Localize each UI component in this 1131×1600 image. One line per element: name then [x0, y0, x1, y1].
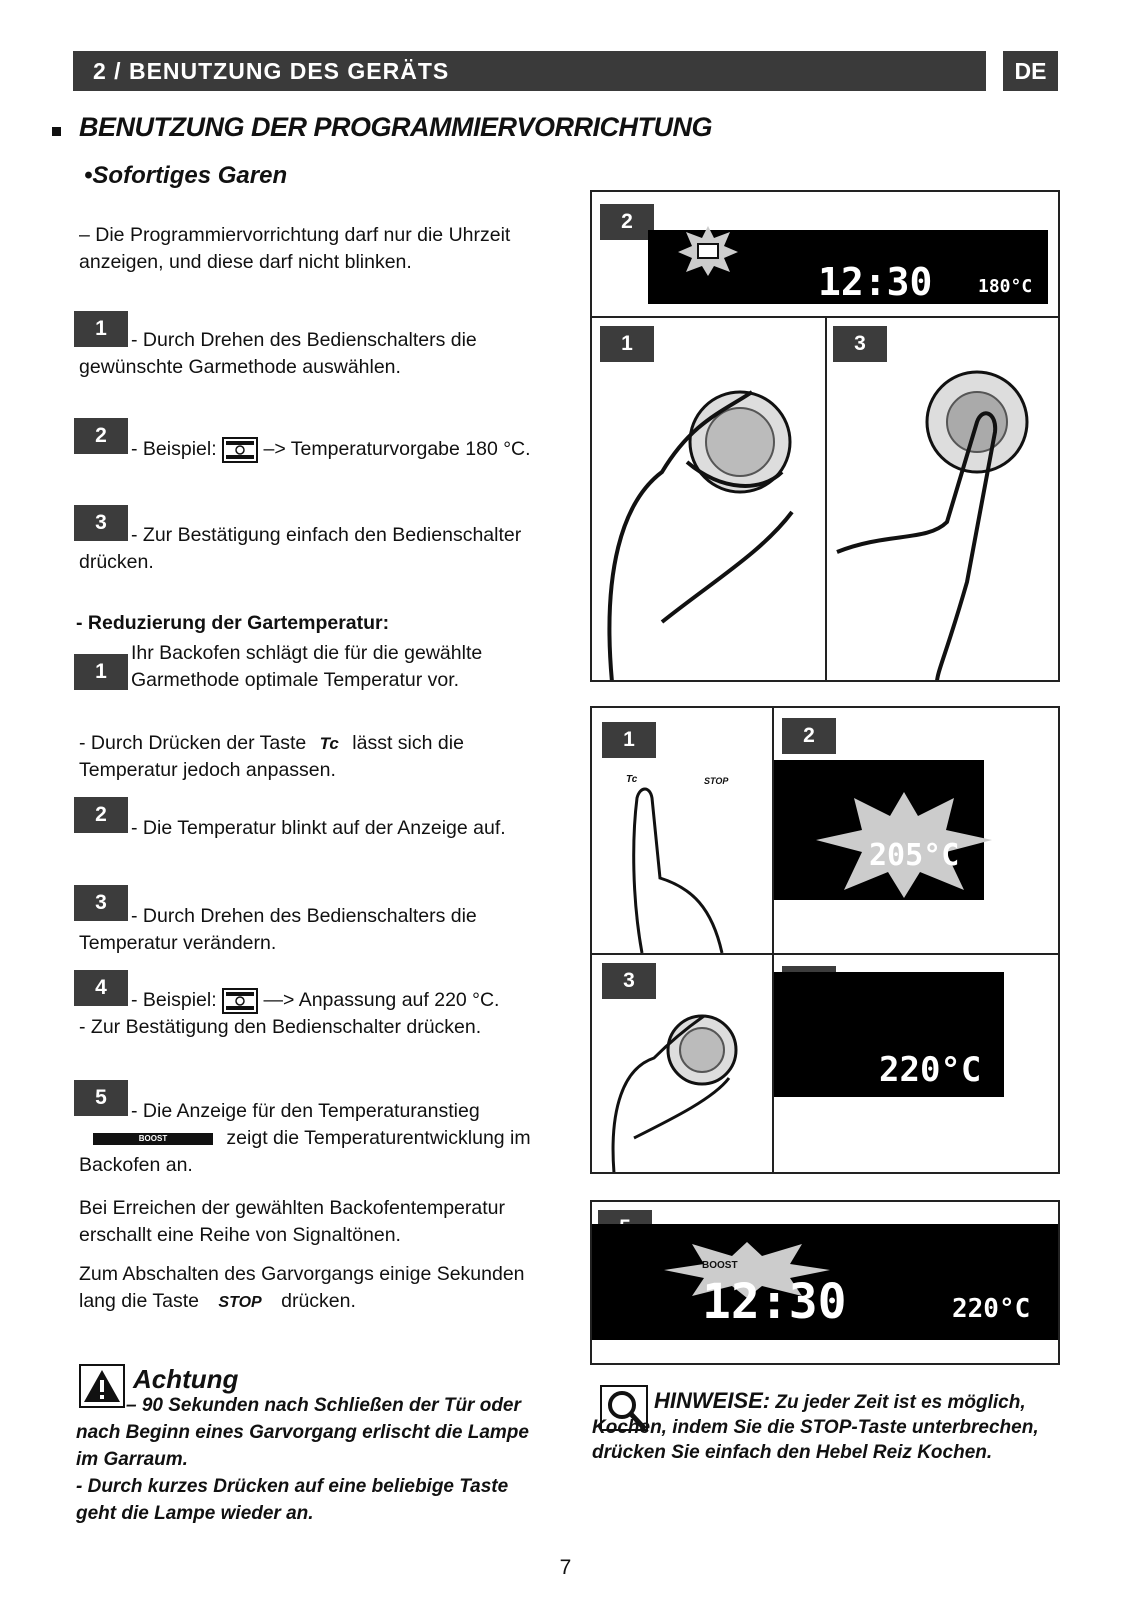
step-a3-badge: 3 — [74, 505, 128, 541]
warning-body-1: – 90 Sekunden nach Schließen der Tür ode… — [76, 1395, 529, 1470]
fig1-burst-icon — [678, 226, 738, 276]
fig1-display: 12:30 180°C — [648, 226, 1048, 304]
fig3-display: BOOST 12:30 220°C — [592, 1224, 1058, 1340]
fig1-label-3: 3 — [833, 326, 887, 362]
fig1-time: 12:30 — [818, 260, 933, 304]
step-b5-before: - Die Anzeige für den Temperaturanstieg — [131, 1100, 480, 1122]
reduce-heading: - Reduzierung der Gartemperatur: — [76, 612, 390, 634]
fig2-label-3: 3 — [602, 963, 656, 999]
tc-before: - Durch Drücken der Taste — [79, 732, 307, 754]
oven-mode-icon-2 — [222, 987, 259, 1014]
warning-heading: Achtung — [133, 1364, 239, 1394]
step-b5-badge: 5 — [74, 1080, 128, 1116]
subtitle: •Sofortiges Garen — [84, 162, 288, 189]
step-a1-text: - Durch Drehen des Bedienschalters die g… — [79, 329, 477, 378]
step-b1-badge: 1 — [74, 654, 128, 690]
intro-text: – Die Programmiervorrichtung darf nur di… — [79, 224, 511, 273]
note-heading: HINWEISE: — [654, 1388, 771, 1413]
step-a2-badge: 2 — [74, 418, 128, 454]
oven-mode-icon — [222, 436, 259, 463]
step-b3-badge: 3 — [74, 885, 128, 921]
stop-key-icon: STOP — [218, 1294, 262, 1311]
fig3-boost: BOOST — [702, 1260, 738, 1271]
note-text: HINWEISE: Zu jeder Zeit ist es möglich, … — [592, 1388, 1072, 1465]
tc-key-icon: Tc — [319, 734, 339, 753]
fig2-label-2: 2 — [782, 718, 836, 754]
signal-text: Bei Erreichen der gewählten Backofentemp… — [79, 1197, 505, 1246]
tc-after: lässt sich die Temperatur jedoch anpasse… — [79, 732, 464, 781]
fig1-temp: 180°C — [978, 276, 1033, 297]
fig2-temp-set: 220°C — [879, 1050, 982, 1090]
step-a3-text: - Zur Bestätigung einfach den Bedienscha… — [79, 524, 522, 573]
magnifier-icon — [600, 1385, 648, 1431]
hand-turning-knob-icon — [607, 390, 794, 680]
step-b5-text: - Die Anzeige für den Temperaturanstieg … — [79, 1098, 544, 1179]
hand-turning-knob-icon-2 — [611, 1014, 738, 1172]
step-b4-badge: 4 — [74, 970, 128, 1006]
step-b3-text: - Durch Drehen des Bedienschalters die T… — [79, 905, 477, 954]
step-a2-after: –> Temperaturvorgabe 180 °C. — [263, 438, 531, 460]
fig3-temp: 220°C — [952, 1294, 1031, 1324]
finger-pressing-tc-icon — [632, 787, 724, 953]
fig2-display-blink: 205°C — [774, 760, 992, 900]
step-b2-text: - Die Temperatur blinkt auf der Anzeige … — [131, 817, 506, 839]
fig2-tc-key: Tc — [626, 774, 638, 785]
step-b4-line2: - Zur Bestätigung den Bedienschalter drü… — [79, 1016, 482, 1038]
fig2-stop-key: STOP — [704, 776, 729, 786]
section-header: 2 / BENUTZUNG DES GERÄTS — [73, 51, 986, 91]
step-b2-badge: 2 — [74, 797, 128, 833]
stop-text: Zum Abschalten des Garvorgangs einige Se… — [79, 1261, 544, 1316]
fig2-display-set: 220°C — [774, 972, 1004, 1097]
step-a2-text: - Beispiel: –> Temperaturvorgabe 180 °C. — [79, 436, 544, 463]
finger-pressing-knob-icon — [836, 370, 1029, 680]
warning-body: – 90 Sekunden nach Schließen der Tür ode… — [76, 1392, 546, 1527]
step-a1-badge: 1 — [74, 311, 128, 347]
figure-3: 5 BOOST 12:30 220°C — [590, 1200, 1060, 1365]
fig1-label-1: 1 — [600, 326, 654, 362]
warning-icon — [79, 1364, 125, 1408]
tc-key-text: - Durch Drücken der Taste Tc lässt sich … — [79, 730, 544, 784]
fig1-label-2: 2 — [600, 204, 654, 240]
step-a2-before: - Beispiel: — [131, 438, 217, 460]
warning-body-2: - Durch kurzes Drücken auf eine beliebig… — [76, 1476, 509, 1524]
fig2-temp-blink: 205°C — [869, 838, 960, 873]
fig2-burst-icon — [816, 792, 992, 898]
stop-before: Zum Abschalten des Garvorgangs einige Se… — [79, 1263, 525, 1312]
page-title: BENUTZUNG DER PROGRAMMIERVORRICHTUNG — [79, 112, 713, 142]
page-number: 7 — [559, 1556, 572, 1579]
step-b4-after: —> Anpassung auf 220 °C. — [263, 989, 500, 1011]
fig2-label-1: 1 — [602, 722, 656, 758]
fig3-time: 12:30 — [702, 1274, 847, 1330]
step-b4-text: - Beispiel: —> Anpassung auf 220 °C. - Z… — [79, 987, 544, 1041]
figure-2: 1 2 3 4 Tc STOP 205°C 220°C — [590, 706, 1060, 1174]
title-bullet — [52, 127, 61, 136]
figure-1: 2 12:30 180°C 1 3 — [590, 190, 1060, 682]
boost-icon: BOOST — [93, 1132, 213, 1145]
step-b1-text: Ihr Backofen schlägt die für die gewählt… — [131, 642, 483, 691]
fig3-burst-icon — [664, 1242, 830, 1298]
language-badge: DE — [1003, 51, 1058, 91]
step-b4-before: - Beispiel: — [131, 989, 217, 1011]
note-body: Zu jeder Zeit ist es möglich, Kochen, in… — [592, 1392, 1039, 1463]
stop-after: drücken. — [281, 1290, 356, 1312]
step-b5-after: zeigt die Temperaturentwicklung im Backo… — [79, 1127, 531, 1176]
